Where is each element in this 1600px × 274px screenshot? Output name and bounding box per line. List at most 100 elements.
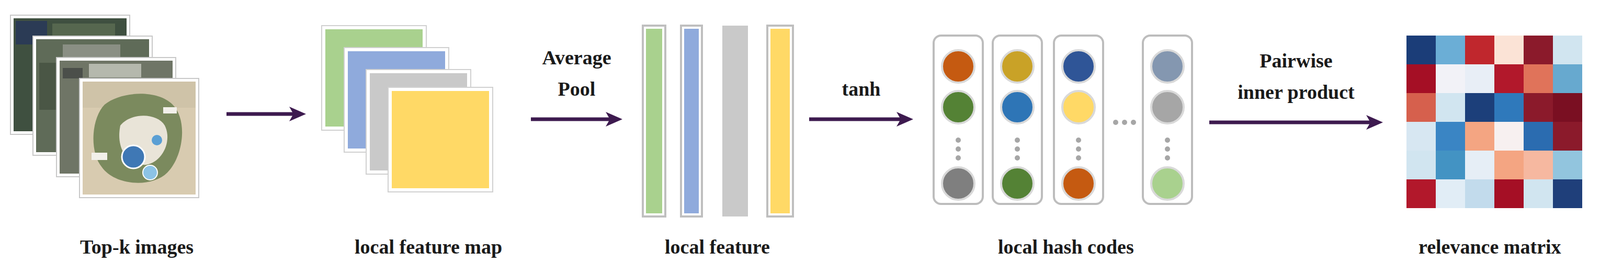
hash-code-column bbox=[1142, 35, 1193, 204]
hash-code-column bbox=[1053, 35, 1104, 204]
relevance-heatmap bbox=[1552, 35, 1583, 65]
feature-map bbox=[388, 87, 493, 192]
hash-code-column bbox=[933, 35, 983, 204]
relevance-heatmap bbox=[1523, 93, 1553, 122]
hash-code-column bbox=[1075, 146, 1082, 152]
hash-code-column bbox=[1062, 50, 1095, 83]
hash-code-column bbox=[942, 167, 975, 200]
relevance-heatmap bbox=[1406, 35, 1583, 209]
edge-label-holder: Pairwise inner product bbox=[1220, 45, 1372, 108]
hash-code-column bbox=[1014, 137, 1020, 143]
relevance-heatmap bbox=[1494, 121, 1524, 151]
stage-node: Top-k images bbox=[10, 15, 199, 262]
hash-code-column bbox=[1164, 155, 1171, 161]
relevance-heatmap bbox=[1465, 93, 1495, 122]
arrow-shaft bbox=[530, 117, 610, 122]
hash-code-column bbox=[933, 35, 983, 204]
relevance-heatmap bbox=[1465, 64, 1495, 94]
relevance-heatmap bbox=[1552, 179, 1583, 209]
relevance-heatmap bbox=[1465, 150, 1495, 180]
relevance-heatmap bbox=[1435, 93, 1466, 122]
stage-caption: Top-k images bbox=[80, 234, 196, 259]
hash-code-column bbox=[992, 35, 1042, 204]
feature-vector bbox=[722, 25, 748, 217]
stage-caption: local feature map bbox=[354, 234, 504, 259]
hash-code-column bbox=[1151, 91, 1184, 124]
feature-vector bbox=[770, 28, 790, 214]
aerial-image bbox=[62, 44, 121, 60]
aerial-image bbox=[163, 107, 177, 114]
relevance-heatmap bbox=[1435, 179, 1466, 209]
relevance-heatmap bbox=[1552, 93, 1583, 122]
flow-arrow bbox=[226, 106, 306, 122]
relevance-heatmap bbox=[1435, 150, 1466, 180]
relevance-heatmap bbox=[1435, 121, 1466, 151]
feature-vector bbox=[684, 28, 699, 214]
arrow-head bbox=[1366, 115, 1383, 130]
hash-code-column bbox=[942, 50, 975, 83]
arrow-head bbox=[896, 111, 914, 127]
feature-vector bbox=[642, 25, 666, 217]
relevance-heatmap bbox=[1406, 35, 1436, 65]
arrow-head bbox=[605, 111, 623, 127]
arrow-shaft bbox=[226, 112, 294, 117]
aerial-image bbox=[62, 67, 83, 79]
hash-code-column bbox=[1164, 137, 1171, 143]
arrow-head bbox=[289, 106, 306, 122]
hash-code-column bbox=[1075, 137, 1082, 143]
relevance-heatmap bbox=[1494, 93, 1524, 122]
relevance-heatmap bbox=[1494, 150, 1524, 180]
relevance-heatmap bbox=[1465, 35, 1495, 65]
stage-node: relevance matrix bbox=[1406, 35, 1582, 262]
hash-code-column bbox=[1014, 146, 1020, 152]
hash-code-column bbox=[1062, 167, 1095, 200]
relevance-heatmap bbox=[1406, 150, 1436, 180]
relevance-heatmap bbox=[1523, 179, 1553, 209]
hash-code-column bbox=[1001, 167, 1034, 200]
stage-node: local feature map bbox=[321, 25, 506, 262]
aerial-image bbox=[88, 63, 142, 78]
hash-code-column bbox=[1062, 91, 1095, 124]
relevance-heatmap bbox=[1494, 179, 1524, 209]
edge-label-holder: tanh bbox=[783, 73, 940, 105]
feature-vector bbox=[681, 25, 702, 217]
relevance-heatmap bbox=[1552, 150, 1583, 180]
relevance-heatmap bbox=[1406, 64, 1436, 94]
hash-code-column bbox=[1001, 50, 1034, 83]
feature-vector bbox=[642, 25, 666, 217]
flow-arrow bbox=[1209, 115, 1383, 130]
relevance-heatmap bbox=[1552, 121, 1583, 151]
relevance-heatmap bbox=[1494, 35, 1524, 65]
relevance-heatmap bbox=[1523, 150, 1553, 180]
flow-arrow bbox=[809, 111, 914, 127]
relevance-heatmap bbox=[1406, 93, 1436, 122]
ellipsis-dots bbox=[1121, 119, 1128, 126]
feature-vector bbox=[767, 25, 793, 217]
feature-vector bbox=[722, 25, 748, 217]
relevance-heatmap bbox=[1523, 35, 1553, 65]
hash-code-column bbox=[955, 155, 961, 161]
edge-label-holder: Average Pool bbox=[524, 42, 630, 105]
ellipsis-dots bbox=[1130, 119, 1137, 126]
relevance-heatmap bbox=[1494, 64, 1524, 94]
aerial-image bbox=[91, 152, 108, 161]
aerial-image bbox=[79, 78, 199, 198]
arrow-shaft bbox=[1209, 120, 1371, 125]
relevance-heatmap bbox=[1406, 121, 1436, 151]
hash-code-column bbox=[992, 35, 1042, 204]
edge-label: Pairwise inner product bbox=[1220, 45, 1372, 108]
hash-code-column bbox=[1075, 155, 1082, 161]
feature-vector bbox=[681, 25, 702, 217]
feature-map bbox=[391, 91, 490, 189]
stage-caption: relevance matrix bbox=[1418, 234, 1563, 259]
hash-code-column bbox=[942, 91, 975, 124]
relevance-heatmap bbox=[1435, 64, 1466, 94]
relevance-heatmap bbox=[1552, 64, 1583, 94]
ellipsis-dots bbox=[1113, 119, 1119, 126]
stage-node: local feature bbox=[640, 25, 793, 262]
relevance-heatmap bbox=[1435, 35, 1466, 65]
relevance-heatmap bbox=[1406, 179, 1436, 209]
aerial-image bbox=[151, 134, 163, 146]
